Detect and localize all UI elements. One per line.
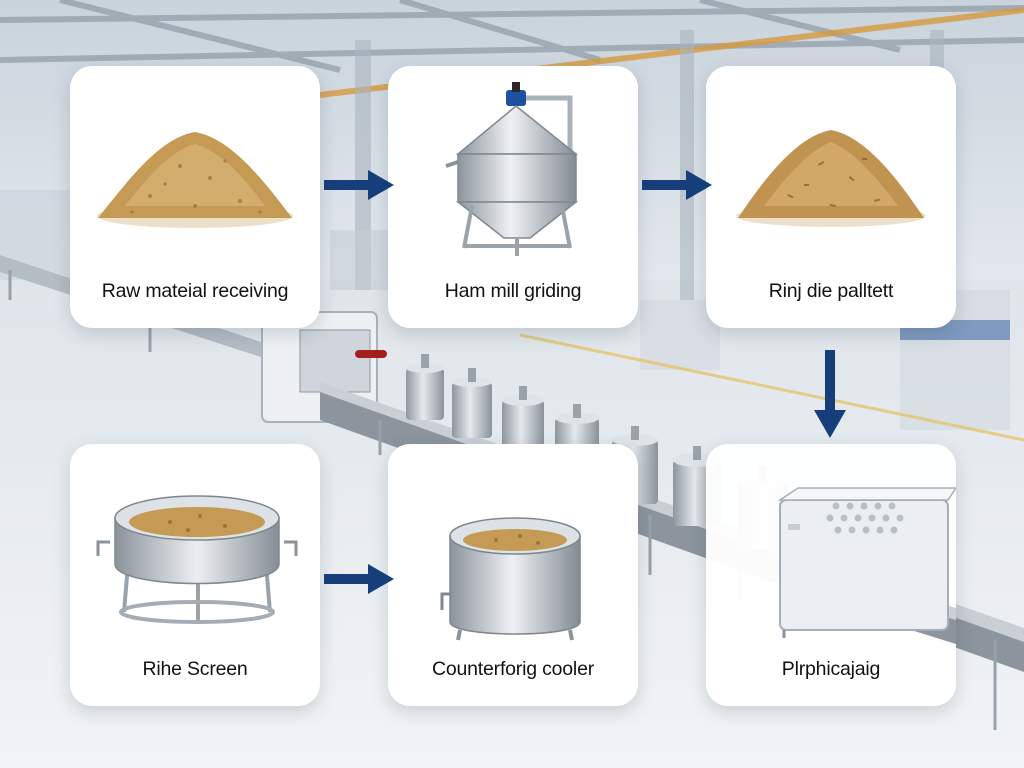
- flow-arrow-right-icon: [324, 564, 394, 594]
- cooler-drum-icon: [440, 517, 581, 641]
- step-card-ring-die-pellet: Rinj die palltett: [706, 66, 956, 328]
- flow-arrow-right-icon: [642, 170, 712, 200]
- packing-machine-icon: [777, 487, 956, 644]
- step-card-raw-material: Raw mateial receiving: [70, 66, 320, 328]
- grain-pile-icon: [97, 132, 293, 228]
- flow-arrow-right-icon: [324, 170, 394, 200]
- hammer-mill-tank-icon: [445, 82, 579, 256]
- step-label: Ham mill griding: [444, 280, 582, 302]
- step-label: Rinj die palltett: [768, 280, 894, 302]
- step-label: Rihe Screen: [142, 658, 248, 680]
- pellet-pile-icon: [736, 130, 926, 227]
- step-card-hammer-mill: Ham mill griding: [388, 66, 638, 328]
- flow-arrow-down-icon: [814, 350, 846, 438]
- step-label: Counterforig cooler: [431, 658, 595, 680]
- step-label: Raw mateial receiving: [101, 280, 289, 302]
- step-card-cooler: Counterforig cooler: [388, 444, 638, 706]
- rotary-screen-icon: [96, 495, 298, 624]
- step-label: Plrphicajaig: [781, 658, 881, 680]
- step-card-packing: Plrphicajaig: [706, 444, 956, 706]
- step-card-rotary-screen: Rihe Screen: [70, 444, 320, 706]
